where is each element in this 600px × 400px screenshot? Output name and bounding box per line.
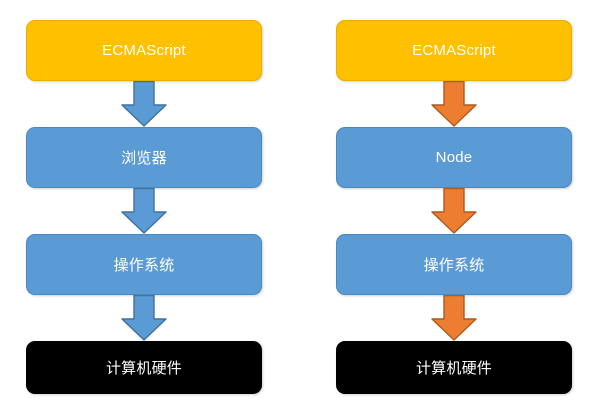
node-label: 计算机硬件 [105,360,182,377]
node-nodejs: Node [336,127,572,188]
node-hardware-browser: 计算机硬件 [26,341,262,394]
node-label: ECMAScript [102,42,186,59]
down-arrow-icon [431,295,477,341]
node-os-node: 操作系统 [336,234,572,295]
node-ecmascript-node: ECMAScript [336,20,572,81]
node-os-browser: 操作系统 [26,234,262,295]
down-arrow-shape [431,81,477,127]
down-arrow-icon [121,81,167,127]
browser-stack-column: ECMAScript 浏览器 操作系统 计算机硬件 [26,20,262,394]
node-hardware-node: 计算机硬件 [336,341,572,394]
node-browser: 浏览器 [26,127,262,188]
node-label: ECMAScript [412,42,496,59]
node-label: 计算机硬件 [415,360,492,377]
node-label: 浏览器 [121,150,167,167]
down-arrow-shape [431,295,477,341]
node-stack-column: ECMAScript Node 操作系统 计算机硬件 [336,20,572,394]
down-arrow-icon [121,295,167,341]
down-arrow-shape [431,188,477,234]
node-label: 操作系统 [113,257,175,274]
down-arrow-icon [431,188,477,234]
down-arrow-shape [121,188,167,234]
down-arrow-icon [431,81,477,127]
node-label: Node [435,149,473,166]
node-label: 操作系统 [423,257,485,274]
down-arrow-icon [121,188,167,234]
down-arrow-shape [121,295,167,341]
node-ecmascript-browser: ECMAScript [26,20,262,81]
down-arrow-shape [121,81,167,127]
